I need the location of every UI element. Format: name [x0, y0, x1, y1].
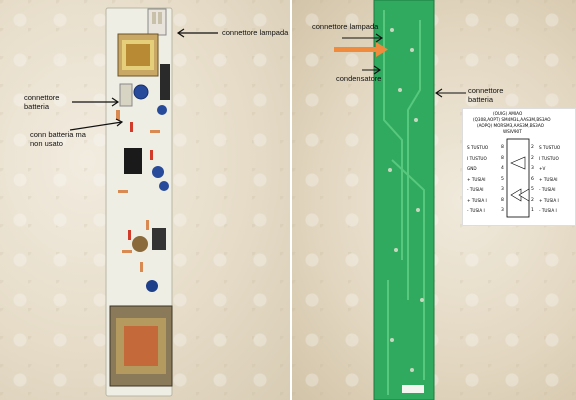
pin-label-left: - TUSIA I [467, 208, 485, 213]
pin-label-right: + TUSIA I [539, 197, 559, 203]
pinout-title: (OUIG) AMIAO [493, 111, 523, 116]
pin-number-left: 8 [501, 155, 504, 161]
pin-number-left: 8 [501, 145, 504, 150]
header-pin [158, 12, 162, 24]
pin-label-left: + TUSIAI [467, 176, 486, 182]
heatsink [160, 64, 170, 100]
pin-label-right: - TUSIA I [539, 208, 557, 213]
solder-pads [388, 28, 424, 372]
transformer-winding [126, 44, 150, 66]
pin-number-right: 2 [531, 145, 534, 150]
battery-connector-label: connettore batteria [24, 93, 60, 111]
lamp-connector-label: connettore lampada [222, 28, 289, 37]
header-pin [152, 12, 156, 24]
unused-battery-connector-label: conn batteria ma non usato [30, 130, 86, 148]
component-side-board [69, 7, 218, 397]
electrolytic-capacitor [157, 105, 167, 115]
pin-number-left: 3 [501, 208, 504, 213]
electrolytic-capacitor [146, 280, 158, 292]
pin-label-left: I TUSTUO [467, 155, 487, 161]
pin-label-right: + TUSIAI [539, 176, 558, 182]
pinout-subtitle: WSIV90T [503, 129, 522, 134]
pin-label-left: S TUSTUO [467, 145, 489, 150]
pinout-subtitle: (AOPQ) MORSM3,AAS3M,BS3AO [477, 123, 544, 128]
ic-chip [124, 148, 142, 174]
pin-number-left: 4 [501, 166, 504, 171]
pin-label-right: +V [539, 166, 546, 171]
pin-number-right: 1 [531, 208, 534, 213]
amplifier-symbols [510, 156, 530, 202]
annotation-arrows [342, 33, 466, 98]
pin-label-left: - TUSIAI [467, 187, 484, 192]
electrolytic-capacitor [152, 166, 164, 178]
pin-number-right: 3 [531, 166, 534, 171]
diodes [128, 122, 153, 240]
pin-label-left: + TUSIA I [467, 197, 487, 203]
battery-connector-label: connettore batteria [468, 86, 504, 104]
pin-number-left: 3 [501, 187, 504, 192]
component-side-photo: connettore lampada connettore batteria c… [0, 0, 290, 400]
electrolytic-capacitor [159, 181, 169, 191]
power-transistor [152, 228, 166, 250]
highlight-arrow [334, 42, 388, 57]
battery-connector-socket [119, 83, 133, 107]
pin-label-left: GND [467, 166, 477, 171]
pin-number-left: 8 [501, 197, 504, 203]
pin-label-right: - TUSIAI [539, 187, 556, 192]
capacitor-label: condensatore [336, 74, 382, 83]
ic-package [506, 138, 530, 218]
electrolytic-capacitor [133, 84, 149, 100]
pin-number-right: 5 [531, 187, 534, 192]
pinout-subtitle: (Q308,AOPT) SM4M3L,AAS3M,BS3AO [473, 117, 551, 122]
pin-number-right: 6 [531, 176, 534, 182]
copper-traces [383, 10, 425, 395]
ic-body [506, 138, 530, 218]
toroid-coil [132, 236, 148, 252]
pin-number-right: 2 [531, 197, 534, 203]
solder-side-board [334, 0, 466, 400]
sticker-label [402, 385, 424, 393]
lamp-connector-label: connettore lampada [312, 22, 379, 31]
resistors [116, 110, 160, 272]
big-transformer-winding [124, 326, 158, 366]
pin-number-left: 5 [501, 176, 504, 182]
pin-label-right: S TUSTUO [539, 145, 561, 150]
header-connector [147, 8, 167, 36]
annotation-arrows [69, 28, 218, 131]
ic-pinout-diagram: (OUIG) AMIAO (Q308,AOPT) SM4M3L,AAS3M,BS… [462, 108, 576, 226]
pin-number-right: 2 [531, 155, 534, 161]
pin-label-right: I TUSTUO [539, 155, 559, 161]
